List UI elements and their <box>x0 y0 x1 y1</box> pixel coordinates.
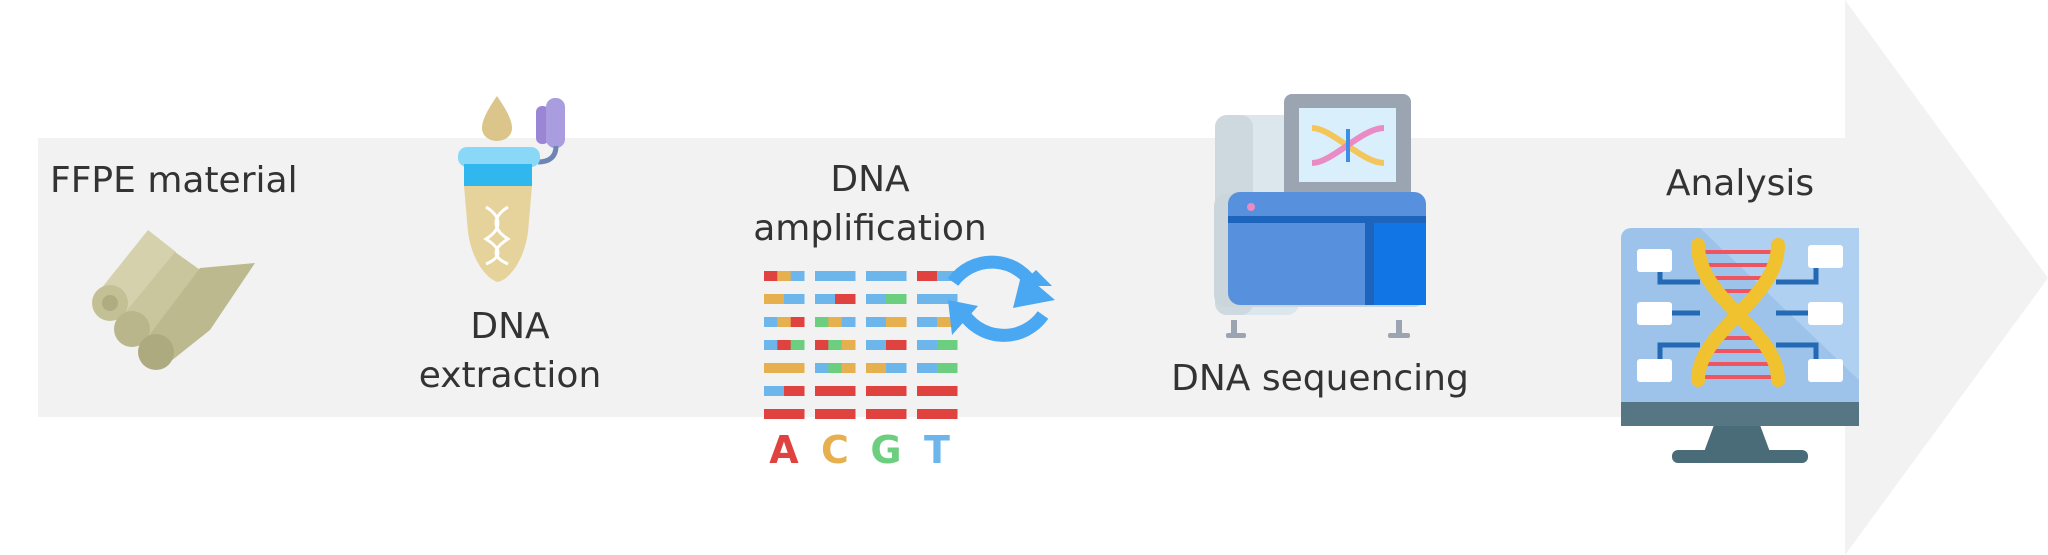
read-segment <box>866 386 907 396</box>
base-letter-a: A <box>769 428 799 472</box>
read-segment <box>866 271 907 281</box>
read-segment <box>784 386 805 396</box>
read-segment <box>828 363 843 373</box>
label-line: DNA sequencing <box>1171 358 1469 399</box>
read-segment <box>815 386 856 396</box>
read-segment <box>764 340 778 350</box>
base-letter-g: G <box>870 428 901 472</box>
step-label-extraction: DNA extraction <box>410 302 610 400</box>
read-segment <box>866 363 887 373</box>
read-segment <box>764 271 778 281</box>
label-line: DNA <box>470 306 550 347</box>
read-segment <box>790 317 805 327</box>
read-segment <box>917 317 938 327</box>
label-line: extraction <box>418 355 602 396</box>
cycle-arrows <box>947 255 1055 342</box>
step-label-analysis: Analysis <box>1640 159 1840 208</box>
read-segment <box>784 363 805 373</box>
label-line: amplification <box>753 208 987 249</box>
read-segment <box>917 363 938 373</box>
read-segment <box>828 340 843 350</box>
read-segment <box>917 409 958 419</box>
read-segment <box>815 317 829 327</box>
read-segment <box>777 317 792 327</box>
read-segment <box>937 340 958 350</box>
read-segment <box>917 294 958 304</box>
read-segment <box>790 340 805 350</box>
read-segment <box>764 386 785 396</box>
read-segment <box>815 294 836 304</box>
read-segment <box>866 340 887 350</box>
read-segment <box>777 271 792 281</box>
read-segment <box>886 340 907 350</box>
analysis-monitor-icon <box>1621 228 1859 463</box>
read-segment <box>764 363 785 373</box>
read-segment <box>764 294 785 304</box>
read-segment <box>886 294 907 304</box>
read-segment <box>866 294 887 304</box>
base-letter-c: C <box>821 428 849 472</box>
eppendorf-tube-icon <box>458 96 565 282</box>
read-segment <box>815 271 856 281</box>
read-segment <box>841 317 856 327</box>
read-segment <box>937 363 958 373</box>
label-line: DNA <box>830 159 910 200</box>
sequencer-machine-icon <box>1214 94 1426 338</box>
label-line: FFPE material <box>50 160 298 201</box>
read-segment <box>815 340 829 350</box>
read-segment <box>917 386 958 396</box>
step-label-ffpe: FFPE material <box>50 156 298 205</box>
read-segment <box>764 409 805 419</box>
read-segment <box>815 363 829 373</box>
read-segment <box>841 363 856 373</box>
read-segment <box>937 271 958 281</box>
read-segment <box>886 317 907 327</box>
read-segment <box>764 317 778 327</box>
base-letter-t: T <box>924 428 950 472</box>
step-label-sequencing: DNA sequencing <box>1170 354 1470 403</box>
read-segment <box>866 409 907 419</box>
read-segment <box>815 409 856 419</box>
read-segment <box>790 271 805 281</box>
read-segment <box>828 317 843 327</box>
read-segment <box>841 340 856 350</box>
read-segment <box>886 363 907 373</box>
read-segment <box>917 271 938 281</box>
read-segment <box>937 317 958 327</box>
label-line: Analysis <box>1665 163 1815 204</box>
read-segment <box>777 340 792 350</box>
tissue-scroll-icon <box>92 230 255 370</box>
step-label-amplification: DNA amplification <box>750 155 990 253</box>
read-segment <box>917 340 938 350</box>
read-segment <box>784 294 805 304</box>
read-segment <box>835 294 856 304</box>
read-segment <box>866 317 887 327</box>
